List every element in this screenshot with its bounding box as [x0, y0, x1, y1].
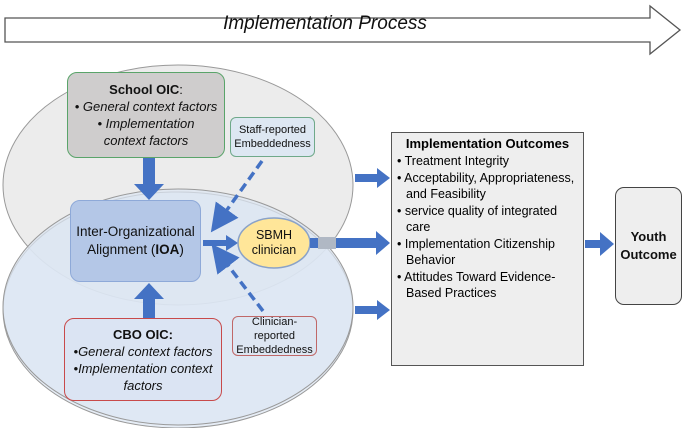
- school-oic-heading-text: School OIC: [109, 82, 180, 97]
- staff-dashed-arrow: [210, 159, 264, 233]
- staff-embeddedness-line2: Embeddedness: [234, 138, 311, 150]
- youth-outcome-box: Youth Outcome: [615, 187, 682, 305]
- implementation-outcomes-list: • Treatment Integrity • Acceptability, A…: [392, 153, 583, 301]
- ioa-content: Inter-Organizational Alignment (IOA): [71, 201, 200, 281]
- sbmh-to-outcomes-arrow: [310, 231, 390, 255]
- cbo-oic-box: CBO OIC: •General context factors •Imple…: [64, 318, 222, 401]
- outcome-item: • Treatment Integrity: [397, 154, 510, 168]
- implementation-process-arrow: [4, 4, 682, 56]
- ioa-line2: Alignment (IOA): [87, 241, 184, 259]
- process-title: Implementation Process: [223, 13, 427, 34]
- sbmh-arrow-shade: [318, 237, 336, 249]
- school-oic-item-implementation: • Implementation context factors: [97, 116, 195, 148]
- youth-outcome-line2: Outcome: [620, 247, 677, 262]
- ioa-line2-pre: Alignment (: [87, 242, 156, 257]
- clinician-embeddedness-line1: Clinician-reported: [251, 316, 298, 342]
- school-oic-colon: :: [179, 82, 183, 97]
- sbmh-line1: SBMH: [255, 228, 293, 242]
- school-oic-item-general: • General context factors: [74, 99, 218, 114]
- youth-outcome-line1: Youth: [630, 229, 667, 244]
- outcome-item: • Implementation Citizenship Behavior: [397, 237, 555, 267]
- cbo-oic-content: CBO OIC: •General context factors •Imple…: [65, 319, 221, 400]
- school-oic-box: School OIC: • General context factors • …: [67, 72, 225, 158]
- school-to-outcomes-arrow: [355, 168, 390, 188]
- implementation-outcomes-heading: Implementation Outcomes: [405, 136, 570, 151]
- cbo-to-ioa-arrow: [134, 283, 164, 318]
- cbo-oic-item-general: •General context factors: [73, 343, 213, 359]
- ioa-to-sbmh-arrow: [203, 235, 238, 251]
- school-oic-content: School OIC: • General context factors • …: [68, 73, 224, 157]
- staff-embeddedness-line1: Staff-reported: [238, 124, 307, 136]
- implementation-outcomes-box: Implementation Outcomes • Treatment Inte…: [391, 132, 584, 366]
- sbmh-line2: clinician: [251, 243, 297, 257]
- ioa-line2-bold: IOA: [155, 242, 180, 257]
- ioa-box: Inter-Organizational Alignment (IOA): [70, 200, 201, 282]
- sbmh-clinician-label: SBMH clinician: [238, 222, 310, 264]
- staff-embeddedness-box: Staff-reported Embeddedness: [230, 117, 315, 157]
- cbo-oic-item-implementation: •Implementation context factors: [73, 360, 213, 393]
- outcome-item: • service quality of integrated care: [397, 204, 558, 234]
- outcome-item: • Acceptability, Appropriateness, and Fe…: [397, 171, 575, 201]
- outcomes-to-youth-arrow: [585, 232, 614, 256]
- clinician-embeddedness-line2: Embeddedness: [236, 344, 313, 356]
- staff-embeddedness-content: Staff-reported Embeddedness: [231, 118, 314, 156]
- clinician-embeddedness-content: Clinician-reported Embeddedness: [233, 316, 316, 356]
- youth-outcome-content: Youth Outcome: [616, 188, 681, 304]
- ioa-line1: Inter-Organizational: [76, 224, 195, 239]
- outcome-item: • Attitudes Toward Evidence-Based Practi…: [397, 270, 556, 300]
- school-to-ioa-arrow: [134, 158, 164, 200]
- cbo-to-outcomes-arrow: [355, 300, 390, 320]
- clinician-embeddedness-box: Clinician-reported Embeddedness: [232, 316, 317, 356]
- ioa-line2-post: ): [179, 242, 184, 257]
- school-oic-heading: School OIC:: [109, 81, 183, 98]
- clinician-dashed-arrow: [211, 243, 265, 313]
- cbo-oic-heading: CBO OIC:: [113, 326, 173, 342]
